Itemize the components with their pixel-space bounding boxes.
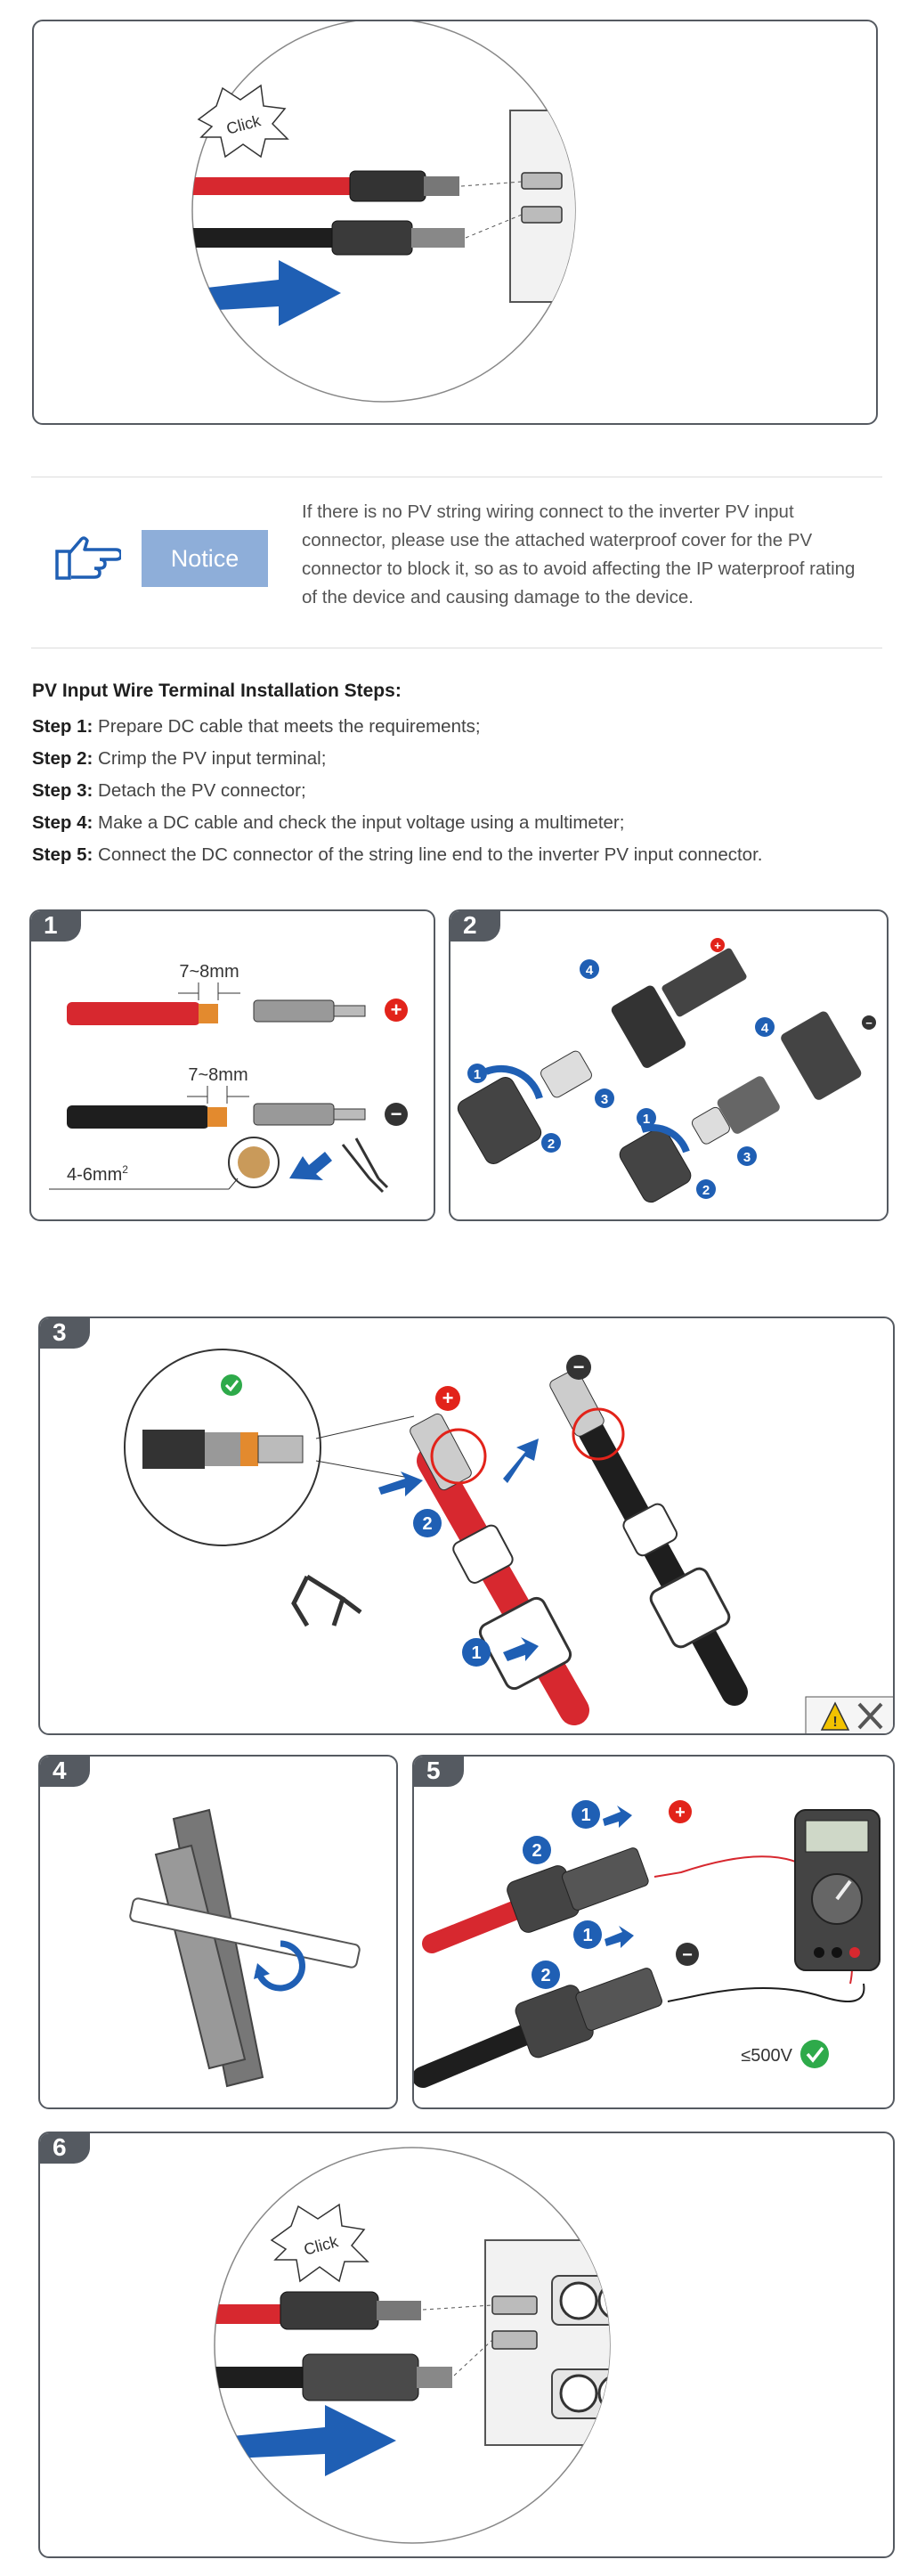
figure-3-panel: + 2 1 − ! 3 [38,1317,895,1735]
step-4-label: Step 4: [32,812,93,833]
step-5-label: Step 5: [32,844,93,865]
step-1-text: Prepare DC cable that meets the requirem… [93,716,481,737]
check-icon [806,2046,824,2063]
figure-5-panel: 2 1 + 2 1 − ≤500V 5 [412,1755,895,2109]
detach-connector-illustration: 1 2 3 4 + 1 2 3 4 − [457,938,876,1203]
fig2-callout-1a: 1 [474,1067,481,1082]
plus-badge: + [391,999,402,1021]
pointing-hand-icon [55,536,121,580]
fig5-minus-badge: − [682,1945,693,1965]
warning-icon [820,1701,850,1731]
multimeter-check-illustration: 2 1 + 2 1 − ≤500V [414,1800,881,2088]
figure-5-number: 5 [414,1757,464,1787]
fig2-callout-2b: 2 [702,1183,710,1198]
installation-steps: PV Input Wire Terminal Installation Step… [32,681,887,871]
figure-2-number: 2 [450,911,500,942]
steps-title: PV Input Wire Terminal Installation Step… [32,681,402,701]
step-3: Step 3: Detach the PV connector; [32,775,887,807]
notice-text: If there is no PV string wiring connect … [302,501,856,607]
step-4: Step 4: Make a DC cable and check the in… [32,807,887,839]
figure-6-panel: Click 6 [38,2132,895,2558]
fig2-callout-4b: 4 [761,1021,769,1036]
strip-length-bottom: 7~8mm [188,1065,248,1085]
cross-section-label: 4-6mm2 [67,1163,128,1185]
figure-4-panel: 4 [38,1755,398,2109]
step-2-text: Crimp the PV input terminal; [93,748,327,769]
strip-cable-illustration: 7~8mm + 7~8mm − 4-6mm2 [49,962,408,1194]
notice-block: Notice If there is no PV string wiring c… [0,477,909,655]
fig3-minus-badge: − [573,1356,585,1378]
minus-badge: − [391,1103,402,1125]
tools-icon [857,1702,883,1730]
figure-2-panel: 1 2 3 4 + 1 2 3 4 − 2 [449,909,889,1221]
spanner-tool-illustration [129,1808,361,2088]
fig2-minus-badge: − [865,1016,872,1030]
fig3-callout-1: 1 [471,1643,481,1663]
figure-4-number: 4 [40,1757,90,1787]
step-2: Step 2: Crimp the PV input terminal; [32,743,887,775]
fig3-plus-badge: + [442,1387,454,1409]
voltage-limit-label: ≤500V [741,2046,792,2066]
step-3-label: Step 3: [32,780,93,801]
fig5-callout-2a: 2 [532,1841,541,1861]
fig5-callout-2b: 2 [540,1966,550,1985]
step-3-text: Detach the PV connector; [93,780,306,801]
figure-6-number: 6 [40,2133,90,2164]
fig3-callout-2: 2 [422,1514,432,1534]
notice-label: Notice [142,530,268,587]
crimp-terminal-illustration: + 2 1 − ! [124,1349,893,1733]
connect-to-inverter-illustration: Click [214,2147,611,2544]
fig5-callout-1a: 1 [580,1806,590,1825]
step-1: Step 1: Prepare DC cable that meets the … [32,711,887,743]
fig2-callout-1b: 1 [643,1112,650,1127]
fig2-callout-3a: 3 [601,1092,608,1107]
svg-text:!: ! [832,1715,837,1730]
fig2-callout-4a: 4 [586,963,594,978]
fig2-callout-2a: 2 [548,1137,555,1152]
figure-1-panel: 7~8mm + 7~8mm − 4-6mm2 1 [29,909,435,1221]
step-4-text: Make a DC cable and check the input volt… [93,812,625,833]
step-1-label: Step 1: [32,716,93,737]
fig5-callout-1b: 1 [582,1926,592,1945]
step-5: Step 5: Connect the DC connector of the … [32,839,887,871]
step-5-text: Connect the DC connector of the string l… [93,844,763,865]
figure-3-number: 3 [40,1318,90,1349]
fig5-plus-badge: + [675,1803,686,1822]
strip-length-top: 7~8mm [179,962,239,982]
step-2-label: Step 2: [32,748,93,769]
top-connector-illustration: Click [191,21,576,403]
fig2-callout-3b: 3 [743,1150,751,1165]
fig2-plus-badge: + [714,939,721,952]
figure-1-number: 1 [31,911,81,942]
top-figure-panel: Click [32,20,878,425]
